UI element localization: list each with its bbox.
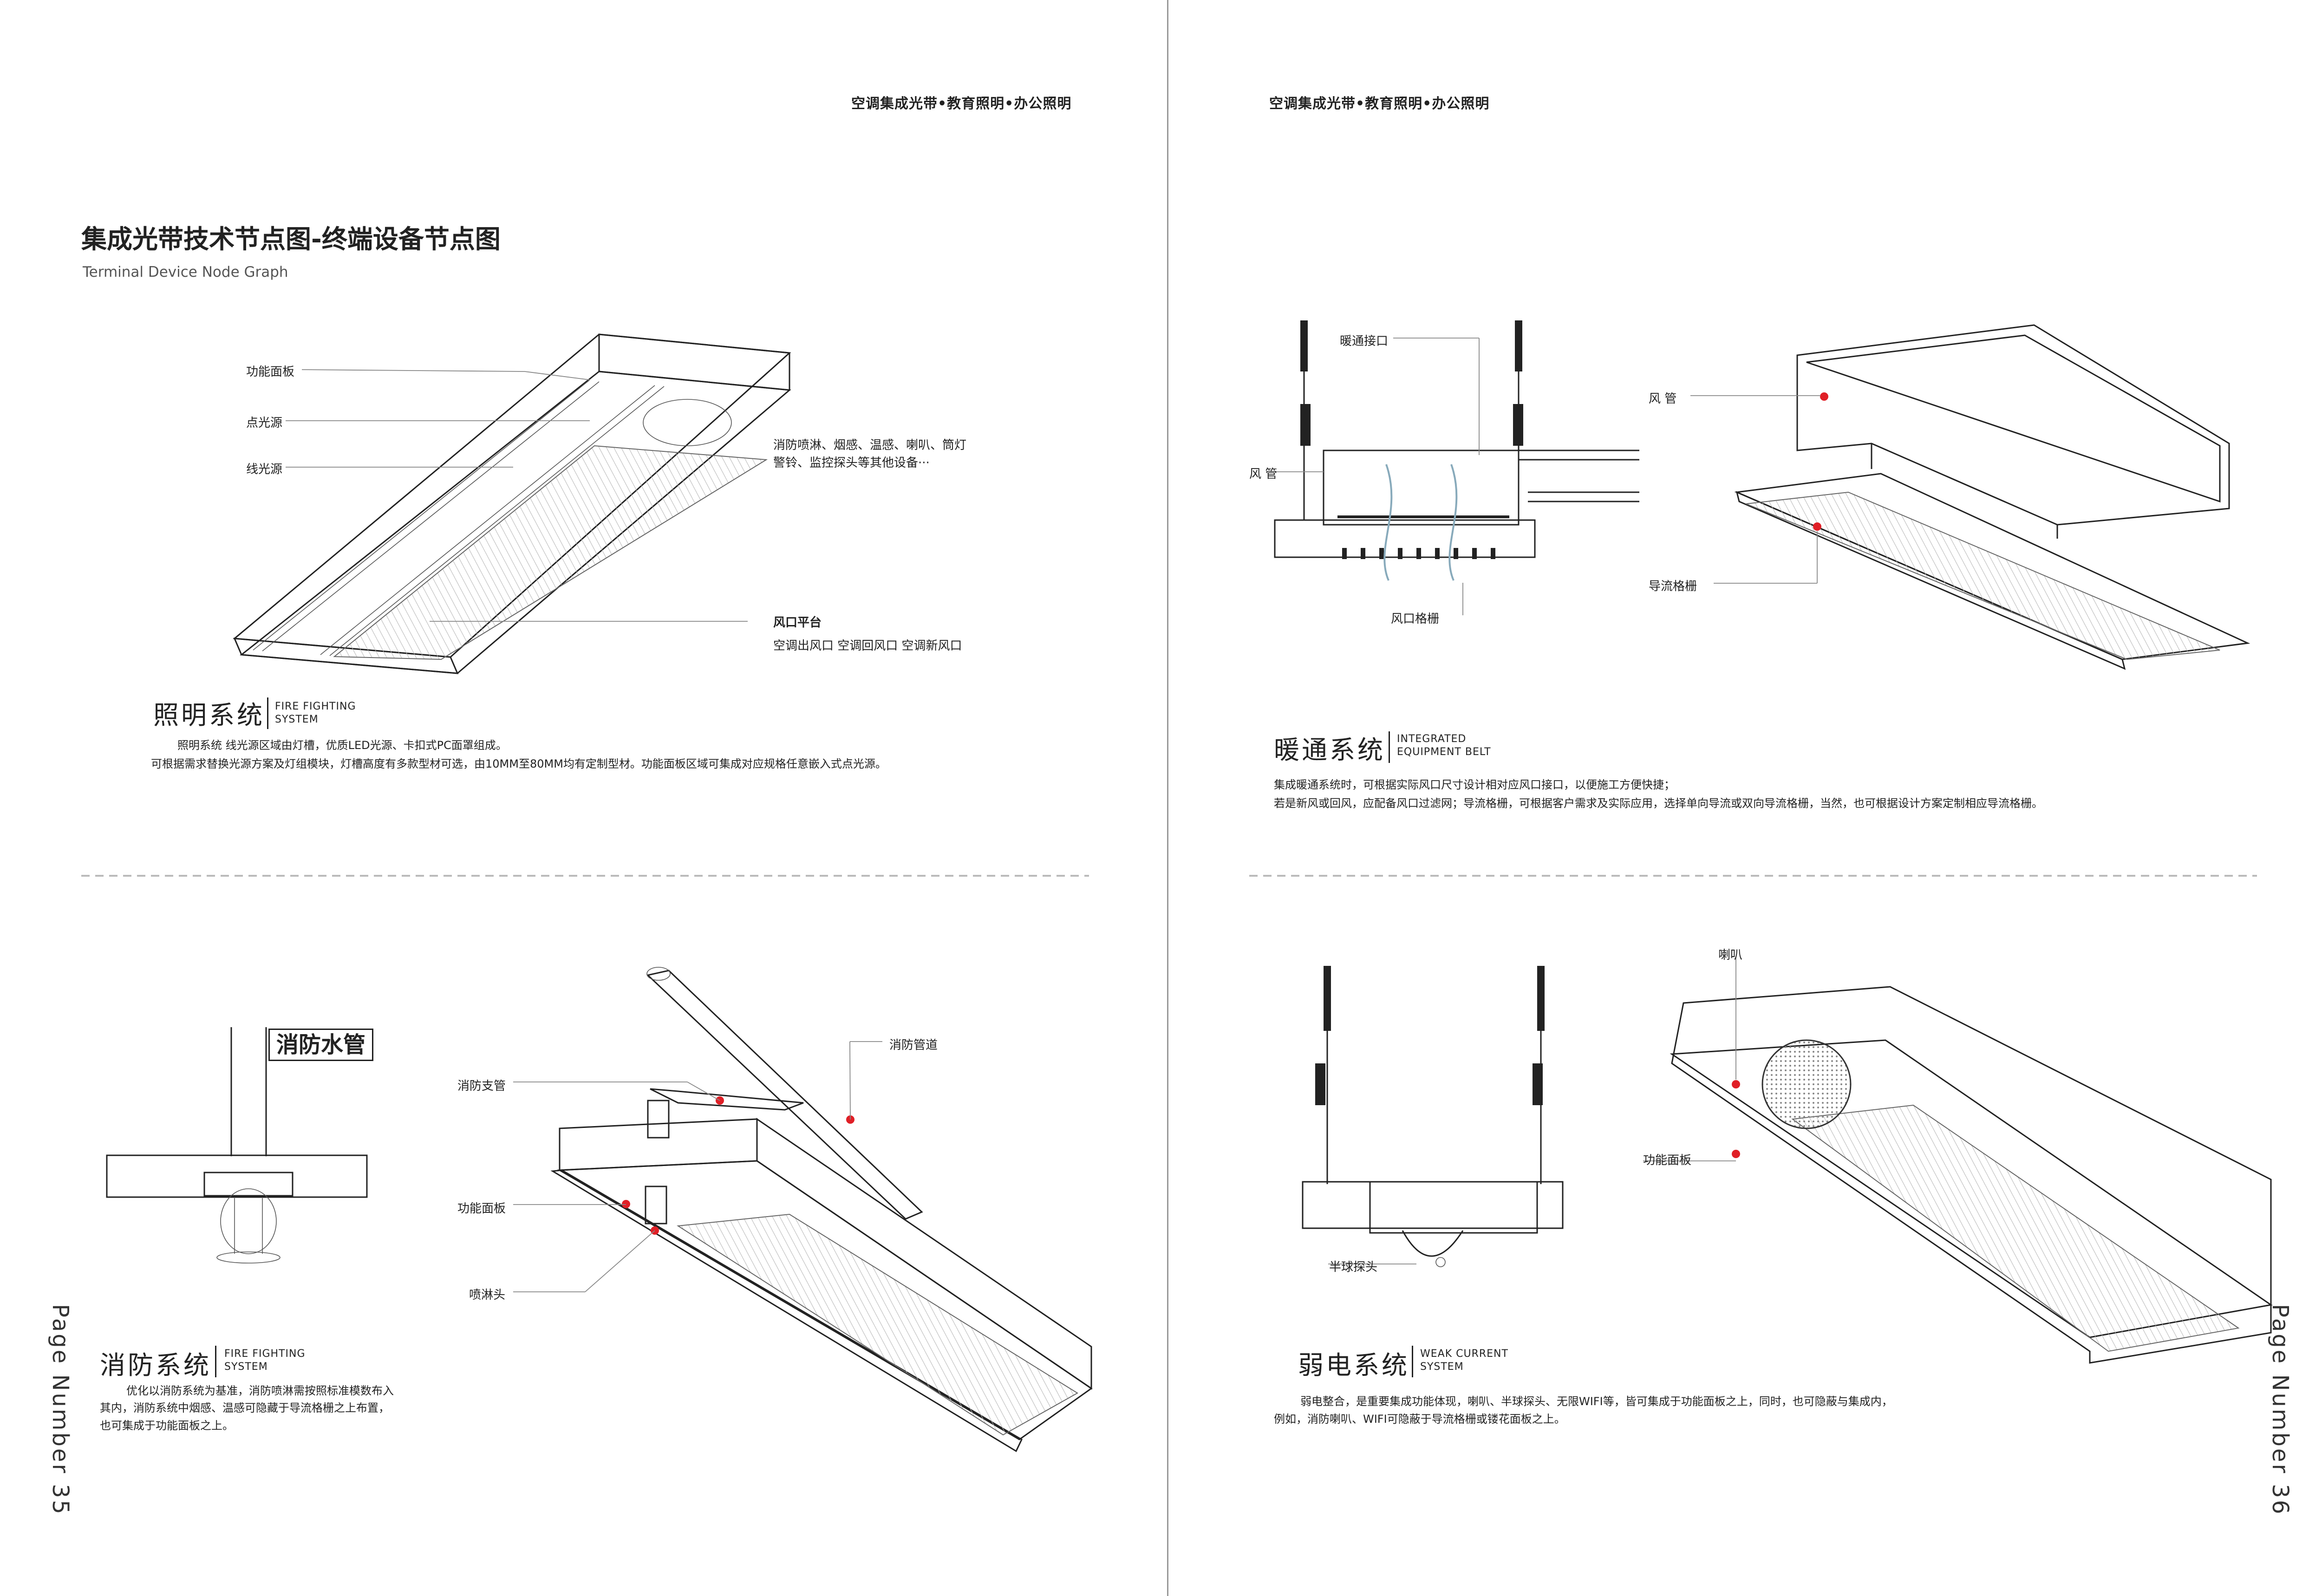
label-fire-branch: 消防支管 xyxy=(457,1079,506,1093)
page-subtitle: Terminal Device Node Graph xyxy=(83,264,288,280)
label-hvac-interface: 暖通接口 xyxy=(1340,334,1389,348)
hvac-desc-2: 若是新风或回风，应配备风口过滤网；导流格栅，可根据客户需求及实际应用，选择单向导… xyxy=(1274,797,2043,810)
label-vent-platform: 风口平台 xyxy=(773,616,822,630)
section-subtitle-lighting-2: SYSTEM xyxy=(275,714,319,725)
section-subtitle-fire-2: SYSTEM xyxy=(224,1361,268,1373)
section-subtitle-fire-1: FIRE FIGHTING xyxy=(224,1348,306,1360)
page-title: 集成光带技术节点图-终端设备节点图 xyxy=(81,224,501,254)
label-weak-panel: 功能面板 xyxy=(1643,1153,1692,1167)
label-sprinkler: 喷淋头 xyxy=(469,1288,506,1302)
label-point-light: 点光源 xyxy=(246,416,283,430)
lighting-desc-2: 可根据需求替换光源方案及灯组模块，灯槽高度有多款型材可选，由10MM至80MM均… xyxy=(151,757,887,770)
weak-desc-2: 例如，消防喇叭、WIFI可隐蔽于导流格栅或镂花面板之上。 xyxy=(1274,1413,1565,1426)
label-vent-types: 空调出风口 空调回风口 空调新风口 xyxy=(773,639,962,653)
section-title-hvac: 暖通系统 xyxy=(1274,735,1386,765)
fire-desc-1: 优化以消防系统为基准，消防喷淋需按照标准模数布入 xyxy=(126,1384,394,1397)
page-spine xyxy=(1167,0,1168,1596)
label-vent-grille: 风口格栅 xyxy=(1391,612,1440,626)
page-number-right: Page Number 36 xyxy=(2267,1304,2293,1516)
section-title-fire: 消防系统 xyxy=(100,1350,212,1380)
label-devices-2: 警铃、监控探头等其他设备··· xyxy=(773,456,930,470)
label-dome-camera: 半球探头 xyxy=(1329,1260,1378,1274)
label-fire-pipe: 消防管道 xyxy=(889,1038,938,1052)
section-divider xyxy=(215,1346,216,1377)
section-subtitle-weak-2: SYSTEM xyxy=(1420,1361,1464,1373)
section-divider xyxy=(1389,731,1390,763)
hvac-desc-1: 集成暖通系统时，可根据实际风口尺寸设计相对应风口接口，以便施工方便快捷； xyxy=(1274,778,1675,791)
label-function-panel: 功能面板 xyxy=(246,365,295,379)
section-divider xyxy=(1412,1346,1413,1377)
section-title-weak: 弱电系统 xyxy=(1298,1350,1410,1380)
section-title-lighting: 照明系统 xyxy=(153,700,265,730)
label-duct-left: 风 管 xyxy=(1249,467,1278,481)
section-subtitle-hvac-1: INTEGRATED xyxy=(1397,733,1467,745)
section-subtitle-weak-1: WEAK CURRENT xyxy=(1420,1348,1508,1360)
weak-current-drawing xyxy=(1302,957,2273,1364)
section-subtitle-lighting-1: FIRE FIGHTING xyxy=(275,701,356,712)
section-divider xyxy=(267,697,268,729)
lighting-desc-1: 照明系统 线光源区域由灯槽，优质LED光源、卡扣式PC面罩组成。 xyxy=(177,739,507,752)
fire-drawing xyxy=(106,967,1093,1453)
fire-desc-2: 其内，消防系统中烟感、温感可隐藏于导流格栅之上布置， xyxy=(100,1401,390,1414)
hvac-drawing xyxy=(1274,320,2250,670)
label-duct-right: 风 管 xyxy=(1649,392,1677,406)
label-devices-1: 消防喷淋、烟感、温感、喇叭、筒灯 xyxy=(773,438,967,452)
header-left: 空调集成光带•教育照明•办公照明 xyxy=(851,96,1072,112)
weak-desc-1: 弱电整合，是重要集成功能体现，喇叭、半球探头、无限WIFI等，皆可集成于功能面板… xyxy=(1300,1395,1893,1408)
fire-desc-3: 也可集成于功能面板之上。 xyxy=(100,1419,234,1432)
label-fire-panel: 功能面板 xyxy=(457,1202,506,1216)
label-line-light: 线光源 xyxy=(246,463,283,476)
section-subtitle-hvac-2: EQUIPMENT BELT xyxy=(1397,746,1491,758)
lighting-drawing xyxy=(233,333,791,674)
label-speaker: 喇叭 xyxy=(1718,948,1743,962)
label-guide-grille: 导流格栅 xyxy=(1649,580,1697,593)
label-fire-water-pipe: 消防水管 xyxy=(268,1029,374,1061)
page-number-left: Page Number 35 xyxy=(47,1304,73,1516)
header-right: 空调集成光带•教育照明•办公照明 xyxy=(1269,96,1490,112)
